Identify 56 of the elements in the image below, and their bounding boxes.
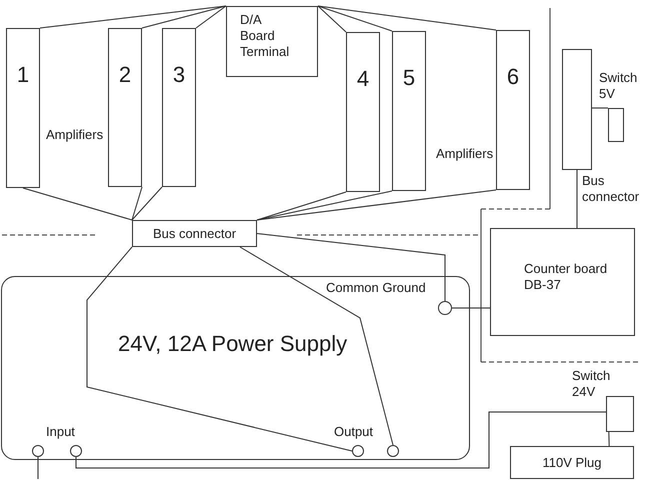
plug-label: 110V Plug — [542, 454, 602, 470]
power-supply-box — [1, 276, 470, 460]
amplifier-number: 2 — [118, 63, 132, 87]
wire — [318, 6, 496, 30]
board-label: Counter board DB-37 — [524, 261, 608, 293]
wire — [132, 186, 142, 220]
wire — [142, 6, 226, 28]
power-supply-label: 24V, 12A Power Supply — [118, 331, 348, 357]
amplifier-box — [496, 30, 530, 190]
amplifier-box — [108, 28, 142, 187]
amplifier-number: 6 — [506, 65, 520, 89]
group-label: Amplifiers — [436, 146, 494, 162]
wire — [608, 432, 610, 446]
terminal-circle — [438, 301, 452, 315]
plug-box — [510, 446, 634, 479]
switch-label: Switch 24V — [572, 368, 612, 400]
wire — [76, 412, 606, 468]
amplifier-number: 5 — [402, 66, 416, 90]
connector-box — [562, 49, 592, 170]
amplifier-box — [392, 31, 426, 191]
terminal-label: Output — [334, 424, 374, 440]
amplifier-number: 4 — [356, 67, 370, 91]
terminal-circle — [70, 445, 82, 457]
amplifier-box — [346, 32, 380, 192]
connector-label: Bus connector — [582, 173, 640, 205]
terminal-label: Input — [46, 424, 75, 440]
switch-box — [608, 108, 624, 142]
terminal-board-box — [226, 6, 318, 77]
wire — [256, 233, 446, 302]
wire — [256, 190, 496, 220]
wire — [576, 170, 578, 228]
wire — [318, 6, 346, 32]
amplifier-number: 3 — [172, 63, 186, 87]
counter-board-box — [490, 228, 635, 336]
connector-box — [132, 220, 257, 247]
terminal-circle — [352, 445, 364, 457]
wire — [86, 246, 352, 452]
wire — [256, 192, 346, 220]
terminal-circle — [387, 445, 399, 457]
amplifier-box — [162, 28, 196, 187]
wire — [256, 190, 392, 220]
wire — [22, 188, 132, 220]
switch-label: Switch 5V — [599, 70, 638, 102]
terminal-circle — [32, 445, 44, 457]
amplifier-box — [6, 28, 40, 188]
switch-box — [606, 396, 634, 432]
wire — [240, 246, 394, 446]
group-label: Amplifiers — [46, 127, 104, 143]
connector-label: Bus connector — [152, 226, 236, 242]
amplifier-number: 1 — [16, 63, 30, 87]
wire — [318, 6, 392, 32]
ground-label: Common Ground — [326, 280, 426, 296]
wire — [40, 6, 226, 28]
wire — [196, 6, 226, 28]
board-label: D/A Board Terminal — [240, 12, 290, 60]
wire — [132, 186, 162, 220]
